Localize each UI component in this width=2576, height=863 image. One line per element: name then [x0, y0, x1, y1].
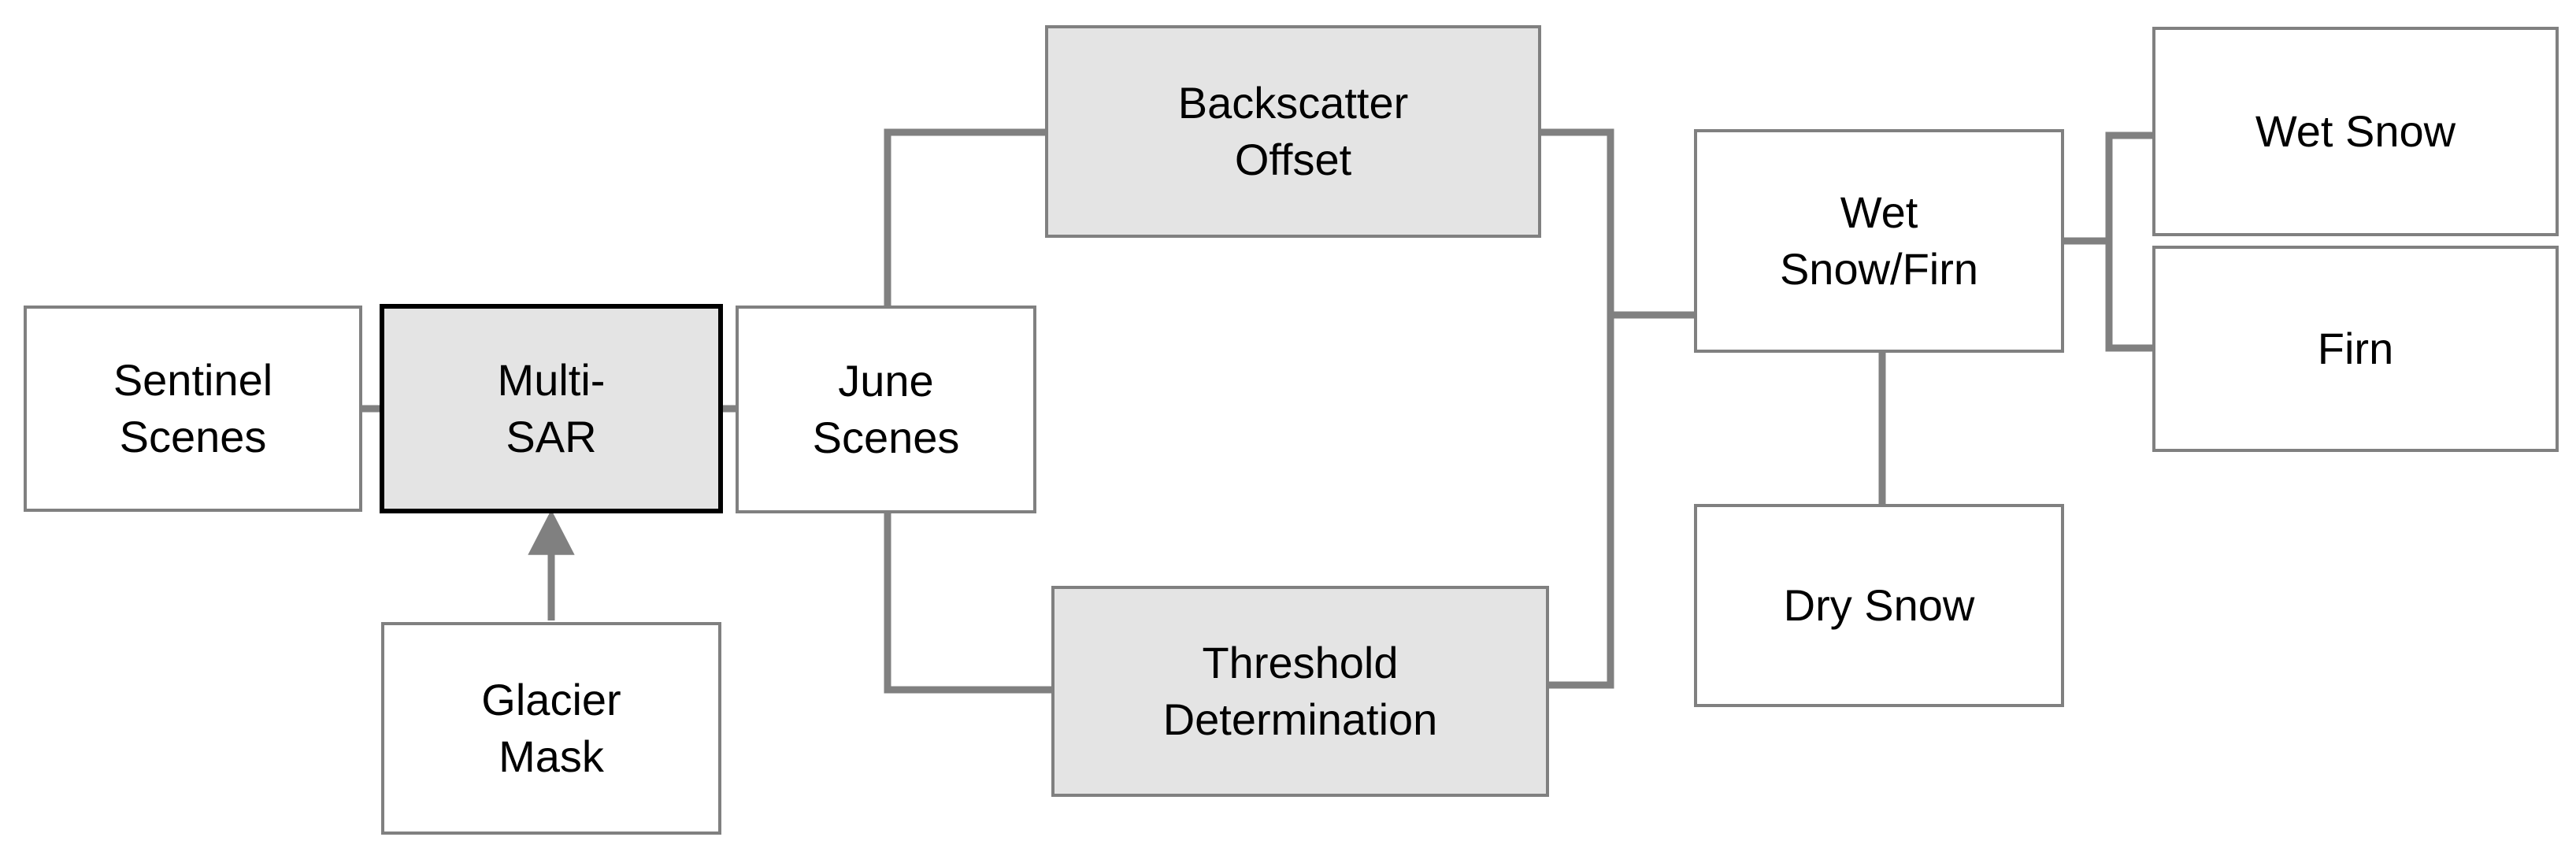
node-label: Glacier Mask [481, 675, 621, 781]
node-glacier-mask[interactable]: Glacier Mask [381, 622, 721, 835]
connector-branch-to-firn [2105, 241, 2152, 352]
node-label: Sentinel Scenes [113, 355, 273, 461]
node-label: Backscatter Offset [1177, 78, 1409, 184]
node-label: Wet Snow/Firn [1779, 187, 1979, 294]
node-label: Threshold Determination [1162, 638, 1438, 744]
node-label: Wet Snow [2255, 106, 2456, 157]
node-label: Dry Snow [1783, 580, 1975, 631]
connector-june-to-threshold [884, 512, 1051, 694]
node-wet-snow-firn[interactable]: Wet Snow/Firn [1694, 129, 2064, 353]
node-june-scenes[interactable]: June Scenes [736, 306, 1036, 513]
connector-branch-to-wetsnow [2105, 131, 2152, 241]
node-threshold-determination[interactable]: Threshold Determination [1051, 586, 1549, 797]
node-label: Multi- SAR [497, 355, 606, 461]
node-wet-snow[interactable]: Wet Snow [2152, 27, 2559, 236]
node-multi-sar[interactable]: Multi- SAR [380, 304, 723, 513]
node-sentinel-scenes[interactable]: Sentinel Scenes [24, 306, 362, 512]
node-firn[interactable]: Firn [2152, 246, 2559, 452]
connector-backscatter-to-junction [1540, 128, 1614, 315]
connector-june-to-backscatter [884, 128, 1045, 307]
node-dry-snow[interactable]: Dry Snow [1694, 504, 2064, 707]
node-label: June Scenes [812, 356, 960, 462]
connector-threshold-to-junction [1547, 315, 1614, 689]
node-label: Firn [2317, 324, 2394, 374]
node-backscatter-offset[interactable]: Backscatter Offset [1045, 25, 1541, 238]
